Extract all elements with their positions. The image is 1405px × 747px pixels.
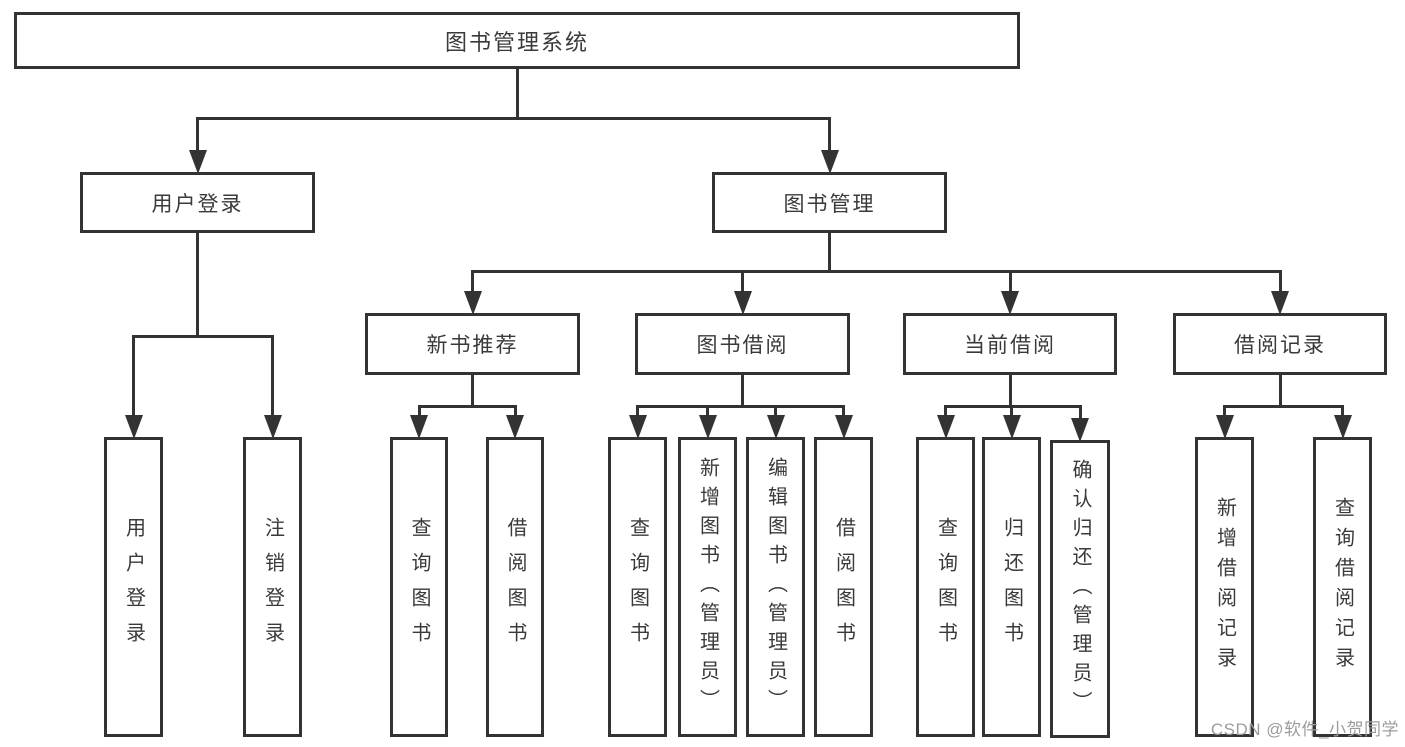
arrowhead-down-icon [263,415,282,439]
connector-line-vertical [471,375,474,408]
arrowhead-down-icon [188,150,207,174]
node-lf-cb-query: 查询图书 [916,437,975,737]
arrowhead-down-icon [1333,415,1352,439]
node-lf-br-add: 新增借阅记录 [1195,437,1254,737]
arrowhead-down-icon [1071,418,1089,442]
node-root: 图书管理系统 [14,12,1020,69]
connector-line-vertical [271,336,274,415]
node-label-new-book-rec: 新书推荐 [426,334,519,357]
arrowhead-down-icon [766,415,785,439]
node-label-lf-logout: 注销登录 [261,517,284,657]
connector-line-horizontal [132,334,274,338]
connector-line-vertical [1008,271,1012,291]
node-lf-logout: 注销登录 [243,437,302,737]
arrowhead-down-icon [1001,291,1019,315]
node-current-borrow: 当前借阅 [903,313,1117,375]
connector-line-vertical [471,271,474,291]
connector-line-vertical [1078,406,1082,418]
node-book-borrow: 图书借阅 [635,313,850,375]
node-label-lf-cb-confirm: 确认归还（管理员） [1069,458,1091,720]
node-label-root: 图书管理系统 [444,29,589,55]
arrowhead-down-icon [410,415,428,439]
connector-line-vertical [1278,271,1282,291]
connector-line-horizontal [196,116,831,120]
connector-line-vertical [1278,375,1282,408]
connector-line-vertical [741,375,744,408]
node-label-lf-br-query: 查询借阅记录 [1331,497,1354,677]
node-lf-bb-edit: 编辑图书（管理员） [746,437,805,737]
node-new-book-rec: 新书推荐 [365,313,580,375]
arrowhead-down-icon [820,150,839,174]
connector-line-horizontal [417,404,517,408]
connector-line-vertical [636,406,639,415]
connector-line-vertical [196,233,199,338]
node-book-mgmt: 图书管理 [712,172,947,233]
connector-line-horizontal [471,269,1282,273]
connector-line-vertical [774,406,777,415]
connector-line-vertical [706,406,709,415]
connector-line-vertical [513,406,517,415]
connector-line-vertical [741,271,744,291]
node-label-lf-cb-return: 归还图书 [1000,517,1023,657]
connector-line-vertical [1008,375,1012,408]
node-lf-cb-confirm: 确认归还（管理员） [1050,440,1110,738]
connector-line-vertical [842,406,845,415]
node-lf-bb-add: 新增图书（管理员） [678,437,737,737]
node-label-lf-br-add: 新增借阅记录 [1213,497,1236,677]
node-lf-bb-query: 查询图书 [608,437,667,737]
arrowhead-down-icon [733,291,752,315]
arrowhead-down-icon [936,415,955,439]
connector-line-vertical [1010,406,1013,415]
arrowhead-down-icon [698,415,717,439]
connector-line-vertical [1341,406,1344,415]
node-lf-br-query: 查询借阅记录 [1313,437,1372,737]
node-lf-bb-borrow: 借阅图书 [814,437,873,737]
node-label-lf-nr-query: 查询图书 [408,517,430,657]
node-label-book-borrow: 图书借阅 [696,334,789,357]
node-label-user-login: 用户登录 [151,192,244,216]
node-lf-cb-return: 归还图书 [982,437,1041,737]
connector-line-horizontal [1223,404,1344,408]
arrowhead-down-icon [1002,415,1021,439]
connector-line-vertical [515,69,519,120]
connector-line-vertical [944,406,947,415]
arrowhead-down-icon [628,415,647,439]
node-label-lf-bb-query: 查询图书 [626,517,649,657]
arrowhead-down-icon [834,415,853,439]
connector-line-vertical [132,336,135,415]
node-label-lf-cb-query: 查询图书 [934,517,957,657]
node-lf-nr-query: 查询图书 [390,437,448,737]
arrowhead-down-icon [1271,291,1289,315]
node-borrow-records: 借阅记录 [1173,313,1387,375]
node-label-lf-nr-borrow: 借阅图书 [504,517,526,657]
arrowhead-down-icon [463,291,482,315]
watermark: CSDN @软件_小贺同学 [1210,720,1399,739]
node-user-login: 用户登录 [80,172,315,233]
node-lf-nr-borrow: 借阅图书 [486,437,544,737]
node-label-lf-bb-borrow: 借阅图书 [832,517,855,657]
node-label-lf-login: 用户登录 [122,517,145,657]
connector-line-vertical [1223,406,1226,415]
arrowhead-down-icon [506,415,524,439]
node-label-current-borrow: 当前借阅 [964,334,1056,357]
connector-line-vertical [196,118,199,150]
arrowhead-down-icon [124,415,143,439]
connector-line-vertical [828,118,831,150]
node-lf-login: 用户登录 [104,437,163,737]
node-label-lf-bb-edit: 编辑图书（管理员） [764,456,787,718]
connector-line-vertical [828,233,831,273]
node-label-book-mgmt: 图书管理 [783,192,876,216]
connector-line-horizontal [636,404,845,408]
node-label-borrow-records: 借阅记录 [1234,334,1326,357]
connector-line-vertical [417,406,421,415]
arrowhead-down-icon [1215,415,1234,439]
node-label-lf-bb-add: 新增图书（管理员） [696,456,719,718]
